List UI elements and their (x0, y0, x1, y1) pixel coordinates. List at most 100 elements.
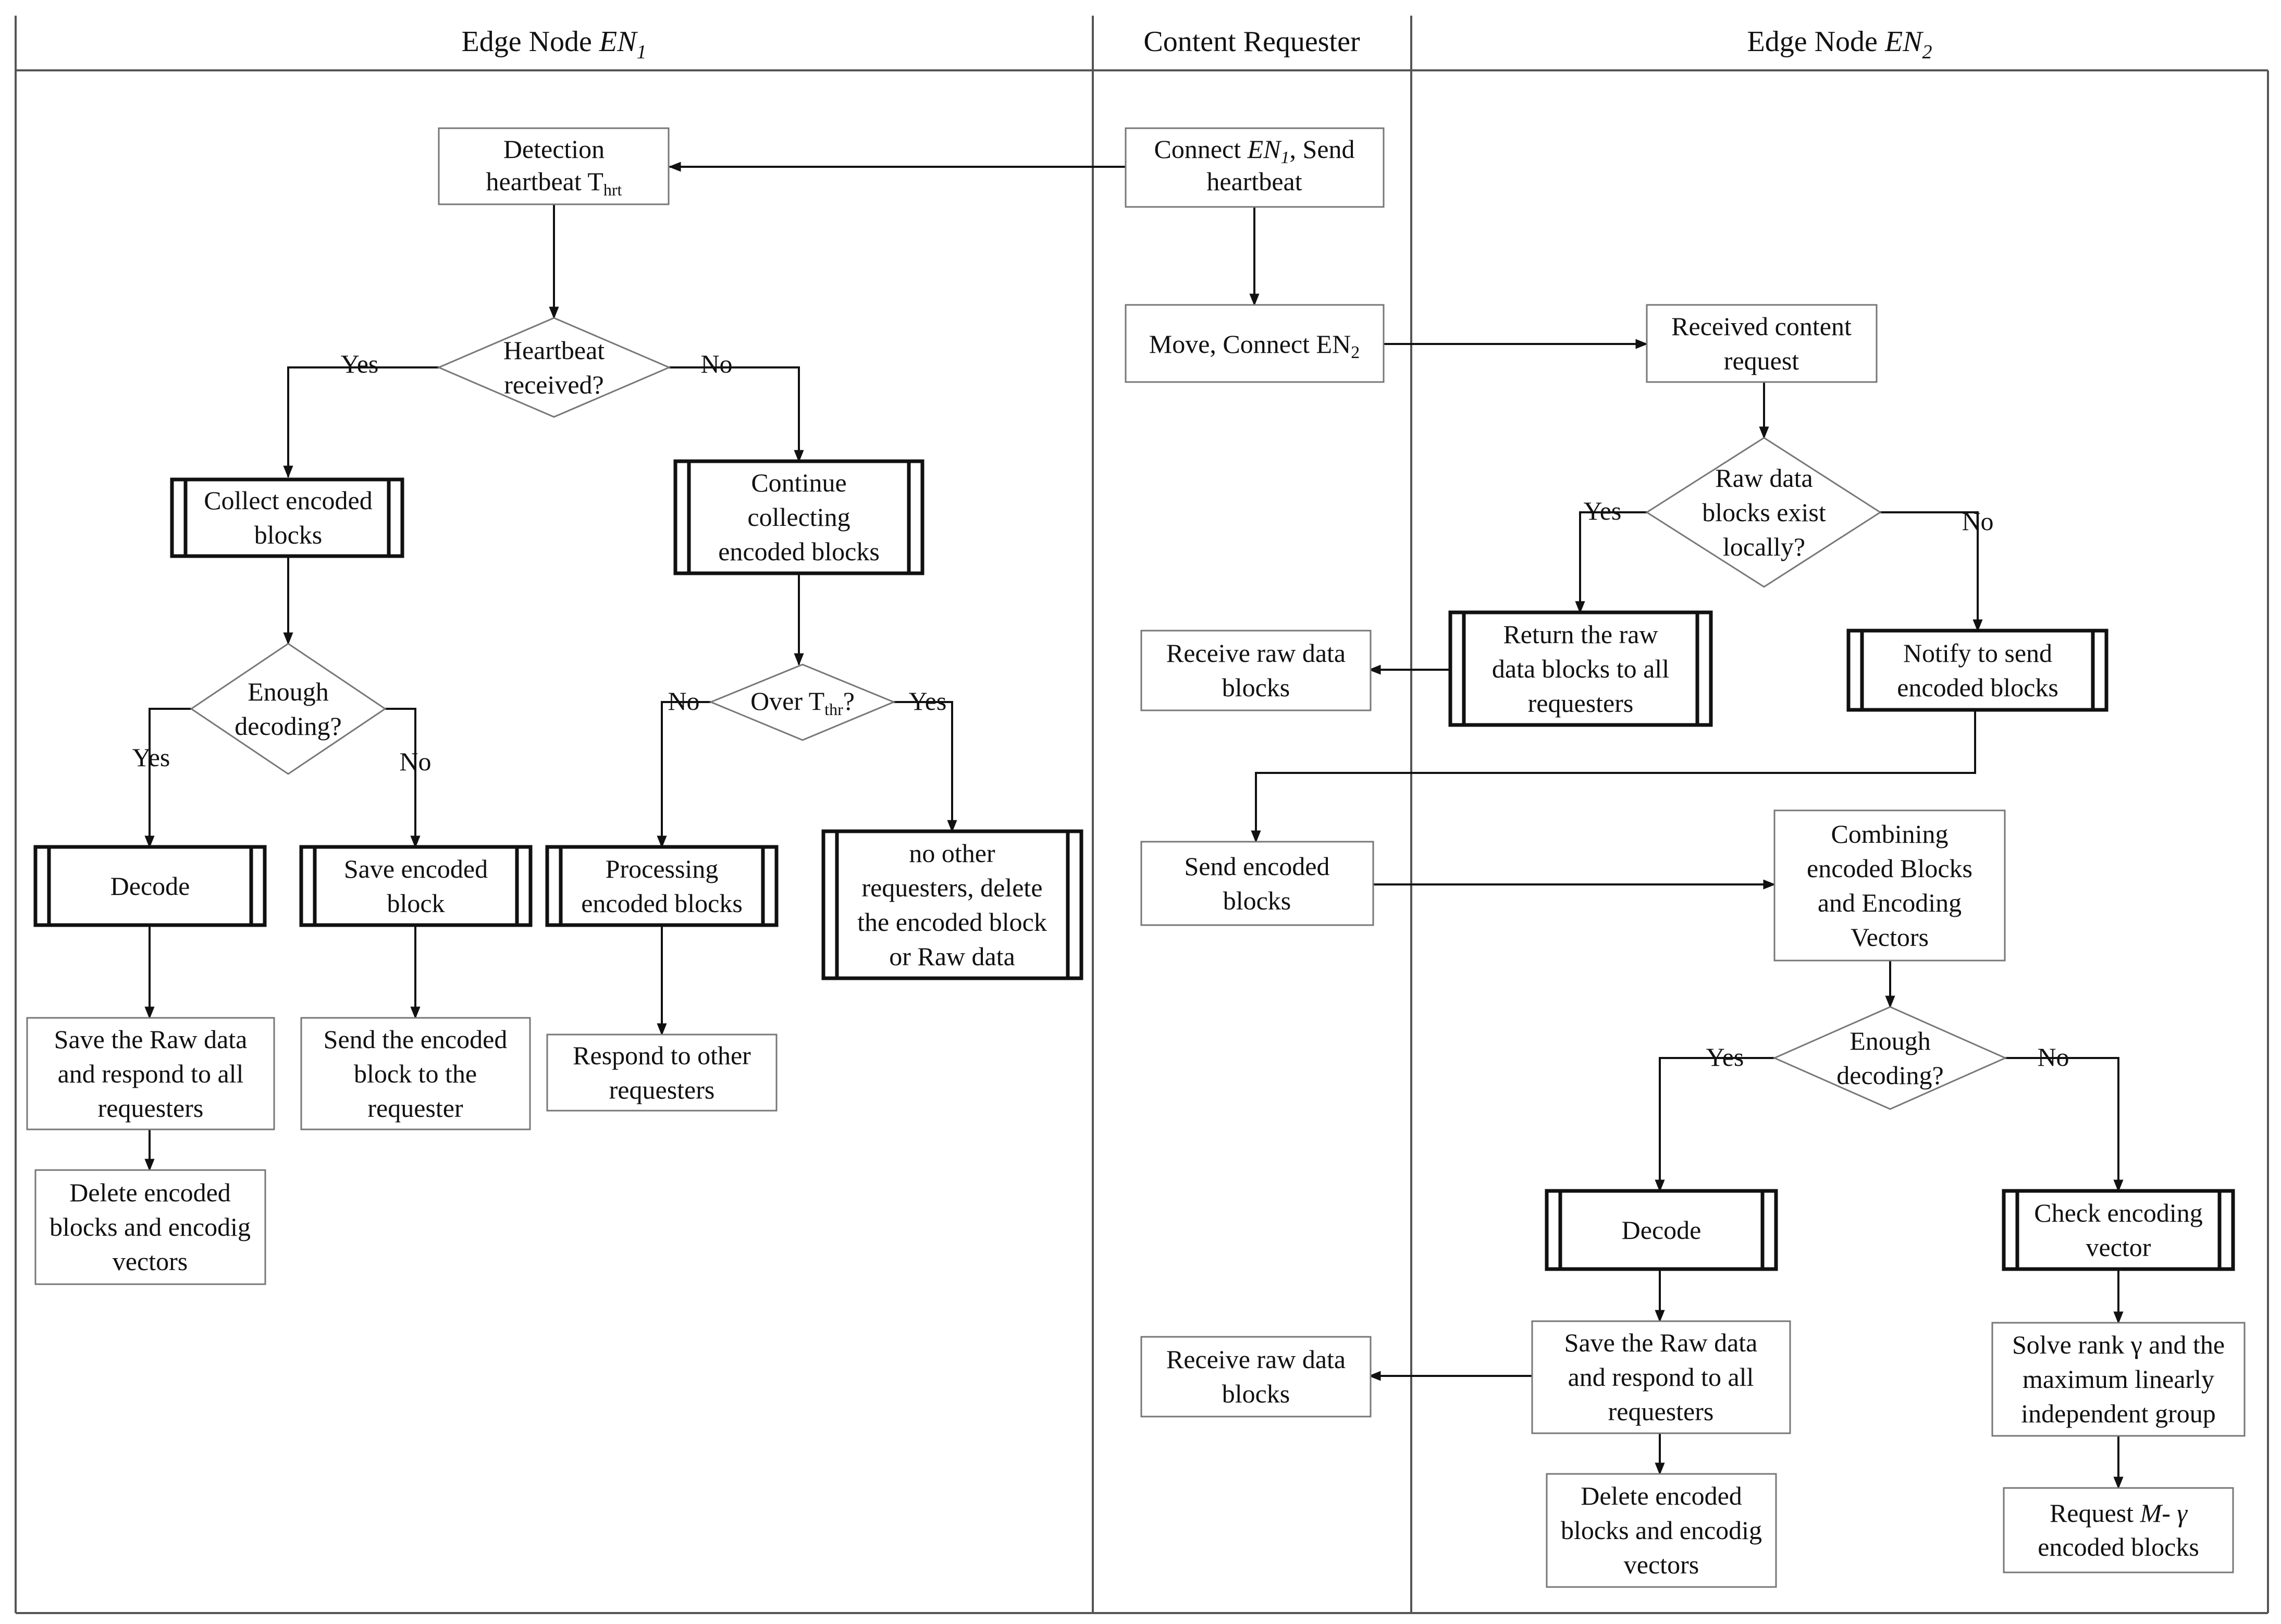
node-label-solve-rank-line-2: maximum linearly (2023, 1364, 2214, 1394)
node-label-enough-decoding-2-line-2: decoding? (1836, 1061, 1943, 1090)
box-check-vector (2002, 1189, 2235, 1271)
box-continue-collecting (673, 459, 924, 575)
node-label-receive-raw-2-line-2: blocks (1222, 1379, 1290, 1408)
diamond-enough-decoding-1 (190, 643, 387, 775)
label-request-m: Request M- γ (2050, 1498, 2188, 1528)
node-label-check-vector-line-1: Check encoding (2034, 1198, 2203, 1227)
node-label-check-vector-line-2: vector (2086, 1233, 2151, 1262)
node-label-received-request-line-1: Received content (1671, 312, 1852, 341)
arrow-notify-to-send (1251, 710, 1976, 843)
box-connect-en1 (1125, 127, 1385, 208)
arrow-enough1-yes (144, 708, 191, 848)
node-label-save-raw-2-line-2: and respond to all (1568, 1362, 1754, 1392)
edge-label-over-no: No (668, 686, 699, 716)
arrow-enough2-no (2005, 1057, 2124, 1192)
node-label-solve-rank-line-1: Solve rank γ and the (2012, 1330, 2225, 1359)
arrow-heartbeat-no (669, 366, 804, 463)
node-label-receive-raw-1-line-1: Receive raw data (1166, 638, 1346, 668)
box-detection-heartbeat (438, 127, 670, 205)
process-boxes (26, 127, 2246, 1588)
node-labels: Heartbeat received? Received content reques… (50, 312, 2225, 1579)
label-detection-heartbeat-line2: heartbeat Thrt (486, 167, 622, 199)
connectors (144, 162, 2124, 1490)
box-send-encoded-cr (1140, 841, 1374, 926)
node-label-save-raw-1-line-1: Save the Raw data (54, 1025, 248, 1054)
node-label-send-encoded-req-line-1: Send the encoded (324, 1025, 508, 1054)
subprocess-boxes (33, 459, 2235, 1271)
arrow-over-yes (894, 701, 957, 833)
box-decode-2 (1545, 1189, 1778, 1271)
lane-header-en2: Edge Node EN2 (1747, 26, 1932, 63)
box-combining (1773, 809, 2006, 962)
node-label-raw-exist-line-2: blocks exist (1702, 498, 1826, 527)
node-label-delete-2-line-1: Delete encoded (1581, 1481, 1742, 1510)
edge-label-enough1-no: No (399, 747, 431, 776)
node-label-continue-collecting-line-3: encoded blocks (718, 537, 880, 566)
node-label-notify-send-line-1: Notify to send (1903, 638, 2052, 668)
node-label-save-raw-1-line-3: requesters (98, 1093, 204, 1123)
label-connect-en1-line2: heartbeat (1206, 167, 1302, 196)
arrow-enough2-yes (1655, 1057, 1774, 1192)
node-label-delete-1-line-1: Delete encoded (69, 1178, 231, 1207)
box-no-other (821, 829, 1083, 980)
label-move-connect: Move, Connect EN2 (1149, 329, 1360, 362)
box-save-encoded (299, 845, 533, 927)
label-detection-heartbeat: Detection (503, 134, 605, 164)
node-label-heartbeat-received-line-1: Heartbeat (503, 336, 605, 365)
node-label-return-raw-line-1: Return the raw (1503, 620, 1658, 649)
box-send-encoded-req (300, 1017, 531, 1130)
special-labels: Detection heartbeat Thrt Connect EN1, Se… (486, 134, 2199, 1561)
box-delete-1 (34, 1169, 266, 1285)
box-save-raw-1 (26, 1017, 275, 1130)
arrow-over-no (657, 701, 711, 848)
node-label-combining-line-1: Combining (1831, 819, 1948, 848)
node-label-delete-1-line-2: blocks and encodig (50, 1212, 251, 1241)
arrow-raw-no (1880, 511, 1983, 632)
node-label-processing-encoded-line-1: Processing (606, 854, 719, 883)
node-label-delete-1-line-3: vectors (113, 1247, 188, 1276)
node-label-heartbeat-received-line-2: received? (504, 370, 604, 399)
node-label-enough-decoding-1-line-2: decoding? (235, 711, 341, 741)
edge-label-heartbeat-yes: Yes (341, 349, 379, 378)
node-label-decode-1-line-1: Decode (110, 871, 190, 901)
box-return-raw (1448, 610, 1713, 727)
box-notify-send (1846, 629, 2109, 712)
node-label-combining-line-4: Vectors (1851, 922, 1929, 952)
node-label-no-other-line-1: no other (909, 839, 995, 868)
decision-shapes (190, 317, 2007, 1110)
node-label-no-other-line-3: the encoded block (857, 907, 1047, 937)
diamond-enough-decoding-2 (1772, 1006, 2007, 1110)
node-label-raw-exist-line-3: locally? (1723, 532, 1805, 561)
edge-label-over-yes: Yes (909, 686, 947, 716)
arrow-raw-yes (1575, 511, 1647, 614)
box-received-request (1646, 304, 1878, 383)
diamond-raw-exist (1645, 437, 1882, 588)
arrow-heartbeat-yes (283, 366, 439, 478)
node-label-decode-2-line-1: Decode (1622, 1215, 1701, 1245)
node-label-solve-rank-line-3: independent group (2021, 1399, 2216, 1428)
node-label-enough-decoding-2-line-1: Enough (1850, 1026, 1931, 1055)
node-label-respond-other-line-1: Respond to other (573, 1041, 751, 1070)
node-label-send-encoded-cr-line-2: blocks (1223, 886, 1291, 915)
node-label-combining-line-3: and Encoding (1818, 888, 1962, 917)
node-label-no-other-line-4: or Raw data (889, 942, 1015, 971)
node-label-save-raw-1-line-2: and respond to all (58, 1059, 244, 1088)
node-label-return-raw-line-3: requesters (1528, 688, 1634, 718)
node-label-receive-raw-2-line-1: Receive raw data (1166, 1345, 1346, 1374)
node-label-send-encoded-req-line-3: requester (367, 1093, 463, 1123)
node-label-enough-decoding-1-line-1: Enough (248, 677, 329, 706)
node-label-save-encoded-line-1: Save encoded (344, 854, 488, 883)
node-label-return-raw-line-2: data blocks to all (1492, 654, 1669, 683)
diamond-over-thr (709, 663, 896, 741)
label-connect-en1: Connect EN1, Send (1154, 134, 1354, 167)
node-label-delete-2-line-2: blocks and encodig (1561, 1516, 1762, 1545)
lane-header-content-requester: Content Requester (1143, 26, 1360, 58)
node-label-receive-raw-1-line-2: blocks (1222, 673, 1290, 702)
box-decode-1 (33, 845, 267, 927)
node-label-collect-encoded-line-2: blocks (254, 520, 323, 549)
box-collect-encoded (170, 477, 404, 558)
node-label-send-encoded-cr-line-1: Send encoded (1184, 852, 1329, 881)
node-label-notify-send-line-2: encoded blocks (1897, 673, 2058, 702)
